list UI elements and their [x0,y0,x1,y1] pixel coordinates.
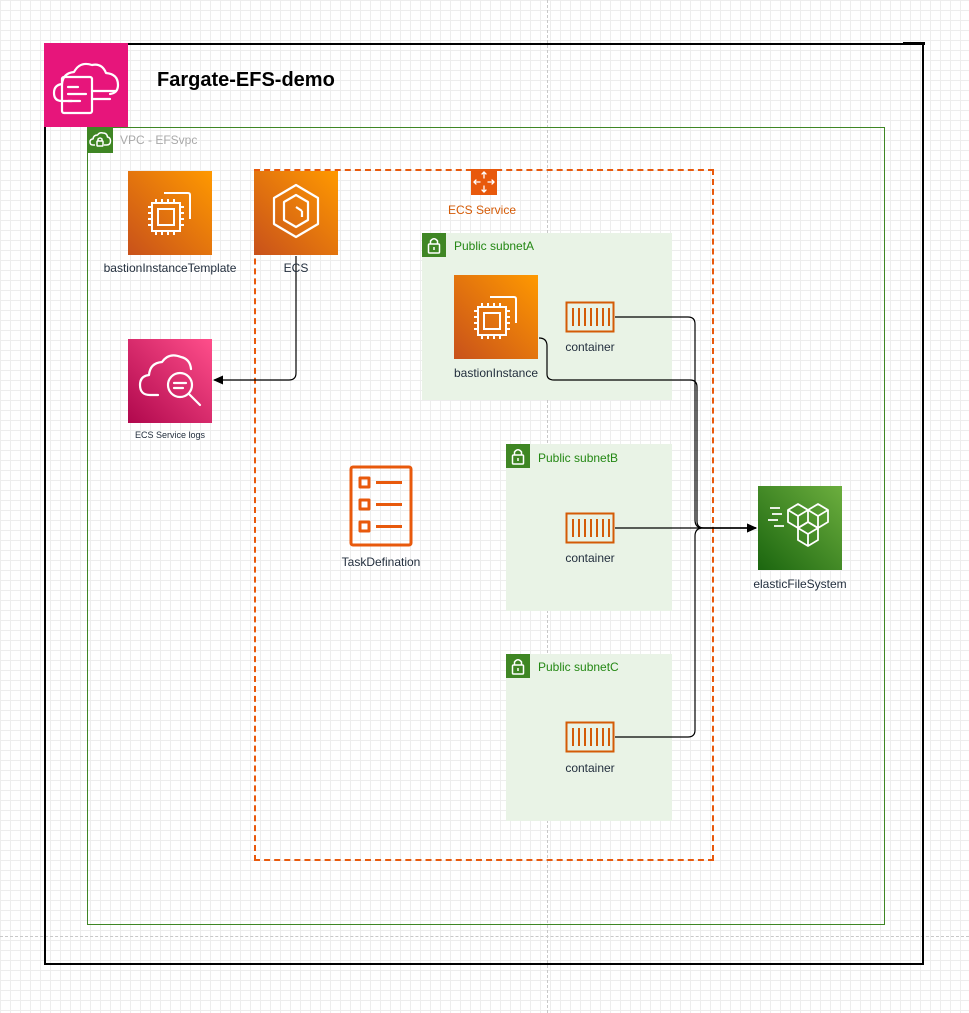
vpc-cloud-lock-icon [87,127,113,153]
subnet-c-lock-icon [506,654,530,678]
subnet-b-lock-icon [506,444,530,468]
ecs-label: ECS [283,261,309,275]
outer-group-frame[interactable] [44,43,924,965]
vpc-group[interactable] [87,127,885,925]
container-b-label: container [565,551,615,565]
bastion-template-label: bastionInstanceTemplate [103,261,237,275]
cloudwatch-logs-icon[interactable] [128,339,212,423]
container-a-icon[interactable] [565,301,615,333]
outer-group-corner-mark [903,42,925,45]
task-definition-label: TaskDefination [341,555,421,569]
ec2-instance-icon[interactable] [454,275,538,359]
cloudformation-stack-icon[interactable] [44,43,128,127]
subnet-c-label: Public subnetC [538,660,619,674]
diagram-title: Fargate-EFS-demo [157,69,335,91]
efs-label: elasticFileSystem [753,577,847,591]
ecs-icon[interactable] [254,171,338,255]
subnet-b-label: Public subnetB [538,451,619,465]
subnet-a-lock-icon [422,233,446,257]
vpc-label: VPC - EFSvpc [120,133,198,147]
container-a-label: container [565,340,615,354]
ecs-service-label: ECS Service [448,203,517,217]
ec2-template-icon[interactable] [128,171,212,255]
container-c-label: container [565,761,615,775]
logs-label: ECS Service logs [134,430,206,440]
subnet-a-label: Public subnetA [454,239,535,253]
grid-guide-horizontal [0,936,969,937]
container-b-icon[interactable] [565,512,615,544]
bastion-instance-label: bastionInstance [453,366,539,380]
task-definition-icon[interactable] [348,464,414,548]
stack-glyph [52,62,120,115]
container-c-icon[interactable] [565,721,615,753]
efs-icon[interactable] [758,486,842,570]
ecs-service-router-icon [471,169,497,195]
